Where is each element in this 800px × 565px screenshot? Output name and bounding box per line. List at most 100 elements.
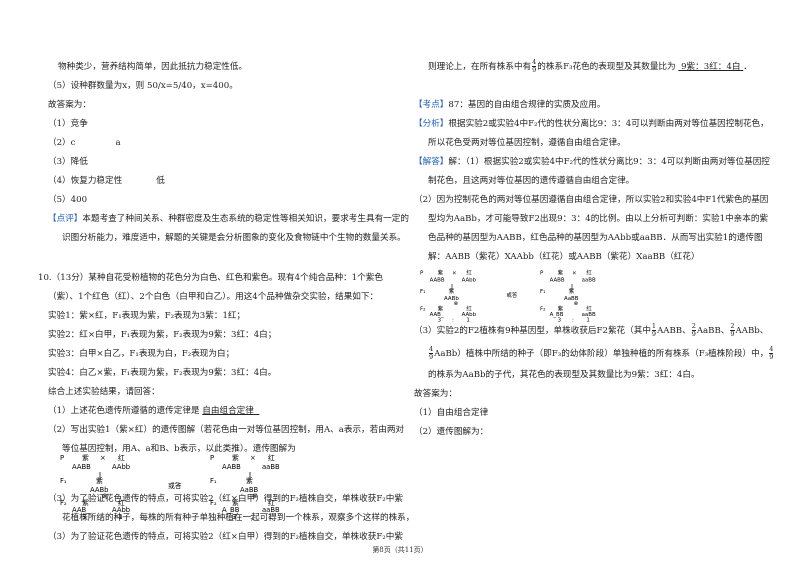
text-line: 物种类少，营养结构简单，因此抵抗力稳定性低。 (58, 62, 248, 72)
p-label: P (60, 454, 64, 462)
ratio: 1 (586, 318, 589, 324)
comment-line: 【点评】本题考查了种间关系、种群密度及生态系统的稳定性等相关知识，要求考生具有一… (48, 214, 409, 224)
text-line: 等位基因控制，用A、a和B、b表示，以此类推）。遗传图解为 (62, 444, 296, 454)
ratio: 3 (232, 513, 236, 520)
text-line: （3）为了验证花色遗传的特点，可将实验2（红×白甲）得到的F₂植株自交，单株收获… (48, 494, 403, 504)
genotype: AABB (430, 278, 445, 284)
answer-tag: 【解答】 (414, 157, 449, 167)
text-line: 实验3：白甲×白乙，F₁表现为白，F₂表现为白； (48, 349, 235, 359)
diagram-pedigree-4: P 紫 × 红 AABB aaBB F₁ 紫 AaBB ⊗ F₂ 紫 红 A_B… (540, 268, 596, 323)
text-line: 制花色，且这两对等位基因的遗传遵循自由组合定律。 (428, 176, 635, 186)
ratio: 3 (438, 318, 442, 324)
self-symbol: ⊗ (454, 301, 459, 307)
parent-purple: 紫 (558, 269, 564, 276)
parent-red: 红 (586, 268, 592, 276)
f2-phenotype: 红 (118, 498, 125, 507)
genotype: AABB (550, 278, 565, 284)
ratio-colon: : (572, 318, 574, 324)
f2-label: F₂ (540, 306, 545, 312)
f1-phenotype: 紫 (96, 477, 103, 485)
parent-purple: 紫 (232, 454, 239, 462)
genotype: AABb (444, 296, 459, 302)
p-label: P (540, 270, 544, 276)
diagram-pedigree-3: P 紫 × 红 AABB AAbb F₁ 紫 AABb ⊗ F₂ 紫 红 AAB… (420, 268, 596, 323)
genotype: A_BB (550, 312, 564, 318)
text-line: （3）降低 (48, 157, 88, 167)
f2-label: F₂ (210, 499, 217, 507)
answer-line: 【解答】解：（1）根据实验2或实验4中F₂代的性状分离比9：3：4可以判断由两对… (414, 157, 770, 167)
p-label: P (420, 270, 424, 276)
text-line: （5）设种群数量为x，则 50/x=5/40，x=400。 (48, 81, 238, 91)
self-symbol: ⊗ (252, 492, 258, 500)
text-line: 的株系为AaBb的子代，其花色的表现型及其数量比为9紫：3红：4白。 (428, 370, 700, 380)
cross-symbol: × (452, 270, 457, 276)
f2-phenotype: 紫 (82, 499, 89, 507)
cross-symbol: × (250, 454, 256, 462)
genetic-diagram-left: P 紫 × 红 AABB AAbb F₁ 紫 AABb ⊗ F₂ 紫 红 AAB… (60, 453, 280, 520)
genotype: aaBB (582, 312, 596, 318)
f1-label: F₁ (60, 477, 67, 485)
text-line: 色品种的基因型为AABB，红色品种的基因型为AAbb或aaBB．从而写出实验1的… (428, 233, 763, 243)
f1-phenotype: 紫 (246, 477, 253, 485)
comment-tag: 【点评】 (48, 214, 83, 224)
text-line: （2）因为控制花色的两对等位基因遵循自由组合定律，所以实验2和实验4中F1代紫色… (414, 195, 769, 205)
or-label: 或答 (506, 291, 517, 299)
genotype: AAbb (462, 312, 477, 318)
cross-symbol: × (572, 270, 577, 276)
parent-purple: 紫 (438, 269, 444, 276)
text-line: 实验1：紫×红，F₁表现为紫，F₂表现为3紫：1红； (48, 311, 246, 321)
f2-phenotype: 紫 (232, 499, 239, 507)
text-line: （2）写出实验1（紫×红）的遗传图解（若花色由一对等位基因控制，用A、a表示，若… (48, 425, 405, 435)
f2-phenotype: 红 (586, 304, 592, 312)
f2-phenotype: 紫 (438, 305, 444, 312)
f2-label: F₂ (420, 306, 425, 312)
genetic-diagram-right: P 紫 × 红 AABB AAbb F₁ 紫 AABb ⊗ F₂ 紫 红 AAB… (420, 268, 596, 323)
genotype: AABB (222, 463, 241, 471)
text-line: （5）400 (48, 195, 88, 205)
text-line: 故答案为： (48, 100, 91, 110)
cross-symbol: × (100, 454, 106, 462)
text-line: 所以花色受两对等位基因控制，遵循自由组合定律。 (428, 138, 626, 148)
parent-red: 红 (268, 453, 275, 462)
genotype: aaBB (582, 278, 596, 284)
question-10: 10.（13分）某种自花受粉植物的花色分为白色、红色和紫色。现有4个纯合品种：1… (38, 273, 383, 283)
ratio-colon: : (100, 513, 102, 520)
text-line: （2）遗传图解为： (414, 427, 489, 437)
genotype: AaBB (564, 296, 579, 302)
genotype: AaBB (240, 486, 258, 494)
text-line: 型均为AaBb，才可能导致F2出现9：3：4的比例。由以上分析可判断：实验1中亲… (428, 214, 769, 224)
text-line: （1）自由组合定律 (414, 408, 489, 418)
f2-phenotype: 紫 (558, 305, 564, 312)
f1-label: F₁ (540, 289, 545, 295)
genotype: AABB (72, 463, 91, 471)
f1-phenotype: 紫 (569, 288, 575, 295)
text-line: 解：AABB（紫花）XAAbb（红花）或AABB（紫花）XaaBB（红花） (428, 252, 700, 262)
kaodian-tag: 【考点】 (414, 100, 449, 110)
genotype: AAB_ (72, 506, 90, 514)
analysis-line: 【分析】根据实验2或实验4中F₂代的性状分离比9：3：4可以判断由两对等位基因控… (414, 119, 769, 129)
ratio-colon: : (250, 513, 252, 520)
diagram-pedigree-1: P 紫 × 红 AABB AAbb F₁ 紫 AABb ⊗ F₂ 紫 红 AAB… (60, 453, 130, 520)
ratio-colon: : (452, 318, 454, 324)
f2-phenotype: 红 (268, 498, 275, 507)
text-line: 综合上述实验结果，请回答： (48, 387, 160, 397)
genotype: aaBB (262, 506, 280, 514)
text-line: （1）竞争 (48, 119, 88, 129)
genotype: AAB_ (430, 312, 444, 318)
ratio: 1 (118, 513, 122, 520)
text-line: 实验2：红×白甲，F₁表现为紫，F₂表现为9紫：3红：4白； (48, 330, 277, 340)
text-line: （4）恢复力稳定性低 (48, 176, 165, 186)
parent-red: 红 (118, 453, 125, 462)
ratio: 3 (558, 318, 562, 324)
f2-phenotype: 红 (466, 304, 472, 312)
text-line: 花植株所结的种子，每株的所有种子单独种植在一起可得到一个株系，观察多个这样的株系… (62, 513, 415, 523)
parent-purple: 紫 (82, 454, 89, 462)
p-label: P (210, 454, 214, 462)
ratio: 1 (466, 318, 469, 324)
text-line: （1）上述花色遗传所遵循的遗传定律是 自由组合定律 (48, 406, 254, 416)
text-line: （3）为了验证花色遗传的特点，可将实验2（红×白甲）得到的F₂植株自交，单株收获… (48, 532, 403, 542)
